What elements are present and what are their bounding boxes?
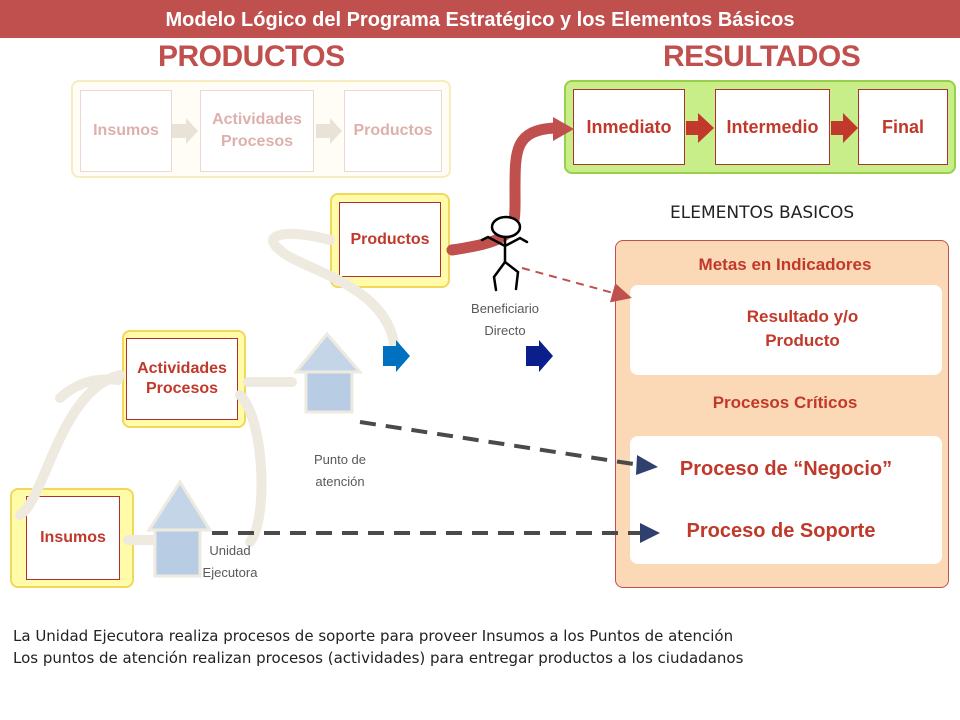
house-icon-punto <box>292 331 364 414</box>
flow-to-productos <box>268 229 335 255</box>
elementos-basicos-label: ELEMENTOS BASICOS <box>670 203 855 223</box>
procesos-card <box>630 436 942 564</box>
proceso-negocio: Proceso de “Negocio” <box>679 458 893 480</box>
house-icon-unidad <box>146 479 213 578</box>
flow-down-curve <box>275 245 400 360</box>
faded-arrow-2 <box>316 118 342 144</box>
title-bar: Modelo Lógico del Programa Estratégico y… <box>0 0 960 38</box>
productos-heading: PRODUCTOS <box>158 40 345 73</box>
faded-arrow-1 <box>172 118 198 144</box>
flow-up-curve-1 <box>235 390 267 547</box>
dashed-link-beneficiario <box>521 267 632 303</box>
metas-title: Metas en Indicadores <box>698 255 872 274</box>
arrow-intermedio-final <box>831 113 858 143</box>
footer-text: La Unidad Ejecutora realiza procesos de … <box>13 625 943 669</box>
procesos-criticos-label: Procesos Críticos <box>712 393 858 412</box>
inmediato-box: Inmediato <box>573 89 685 165</box>
arrow-inmediato-intermedio <box>686 113 714 143</box>
productos-box: Productos <box>339 202 441 277</box>
faded-productos-box: Productos <box>344 90 442 172</box>
footer-line-1: La Unidad Ejecutora realiza procesos de … <box>13 627 734 645</box>
dashed-connector-negocio <box>359 420 641 467</box>
resultados-heading: RESULTADOS <box>663 40 861 73</box>
proceso-soporte: Proceso de Soporte <box>686 520 876 542</box>
insumos-box: Insumos <box>26 496 120 580</box>
beneficiario-figure-icon <box>480 215 529 292</box>
navy-arrow-icon <box>526 340 553 372</box>
intermedio-box: Intermedio <box>715 89 830 165</box>
resultado-card <box>630 285 942 375</box>
footer-line-2: Los puntos de atención realizan procesos… <box>13 649 744 667</box>
blue-arrow-icon <box>383 340 410 372</box>
faded-insumos-box: Insumos <box>80 90 172 172</box>
final-box: Final <box>858 89 948 165</box>
